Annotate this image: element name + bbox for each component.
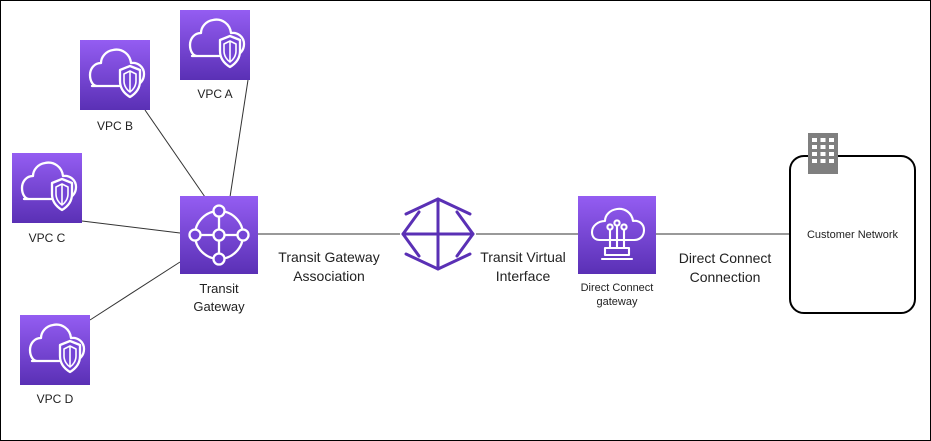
transit-gateway-node[interactable] bbox=[180, 196, 258, 274]
tgw-association-label-line1: Transit Gateway bbox=[278, 249, 380, 265]
vpc-d-node[interactable] bbox=[20, 315, 90, 385]
transit-vif-label: Transit Virtual Interface bbox=[468, 248, 578, 286]
tgw-association-label: Transit Gateway Association bbox=[264, 248, 394, 286]
dx-connection-label: Direct Connect Connection bbox=[668, 249, 782, 287]
direct-connect-gateway-label: Direct Connect gateway bbox=[562, 282, 672, 310]
dx-connection-label-line1: Direct Connect bbox=[678, 250, 772, 266]
transit-vif-label-line2: Interface bbox=[495, 267, 551, 284]
transit-gateway-label-line2: Gateway bbox=[193, 298, 245, 314]
customer-network-box[interactable] bbox=[789, 155, 916, 314]
tgw-association-label-line2: Association bbox=[293, 267, 365, 284]
vpc-d-label: VPC D bbox=[36, 392, 74, 406]
direct-connect-gateway-node[interactable] bbox=[578, 196, 656, 274]
direct-connect-gateway-label-line1: Direct Connect bbox=[580, 282, 654, 294]
vpc-a-node[interactable] bbox=[180, 10, 250, 80]
dx-connection-label-line2: Connection bbox=[689, 268, 761, 285]
edge-vpc-b-tgw bbox=[144, 109, 206, 198]
edge-vpc-c-tgw bbox=[81, 220, 181, 234]
transit-gateway-label-line1: Transit bbox=[199, 281, 239, 296]
transit-gateway-icon bbox=[188, 204, 250, 266]
direct-connect-gateway-label-line2: gateway bbox=[596, 295, 638, 308]
edge-vpc-d-tgw bbox=[89, 261, 181, 321]
vpc-b-node[interactable] bbox=[80, 40, 150, 110]
direct-connect-gateway-icon bbox=[590, 207, 646, 261]
vpc-a-label: VPC A bbox=[197, 87, 233, 101]
four-way-arrow-icon[interactable] bbox=[401, 197, 475, 271]
vpc-c-label: VPC C bbox=[28, 231, 66, 245]
building-icon bbox=[808, 133, 838, 174]
vpc-b-label: VPC B bbox=[96, 119, 133, 133]
transit-gateway-label: Transit Gateway bbox=[169, 280, 269, 315]
vpc-c-node[interactable] bbox=[12, 153, 82, 223]
edge-vpc-a-tgw bbox=[229, 79, 249, 198]
transit-vif-label-line1: Transit Virtual bbox=[480, 249, 566, 265]
customer-network-label: Customer Network bbox=[806, 229, 899, 241]
